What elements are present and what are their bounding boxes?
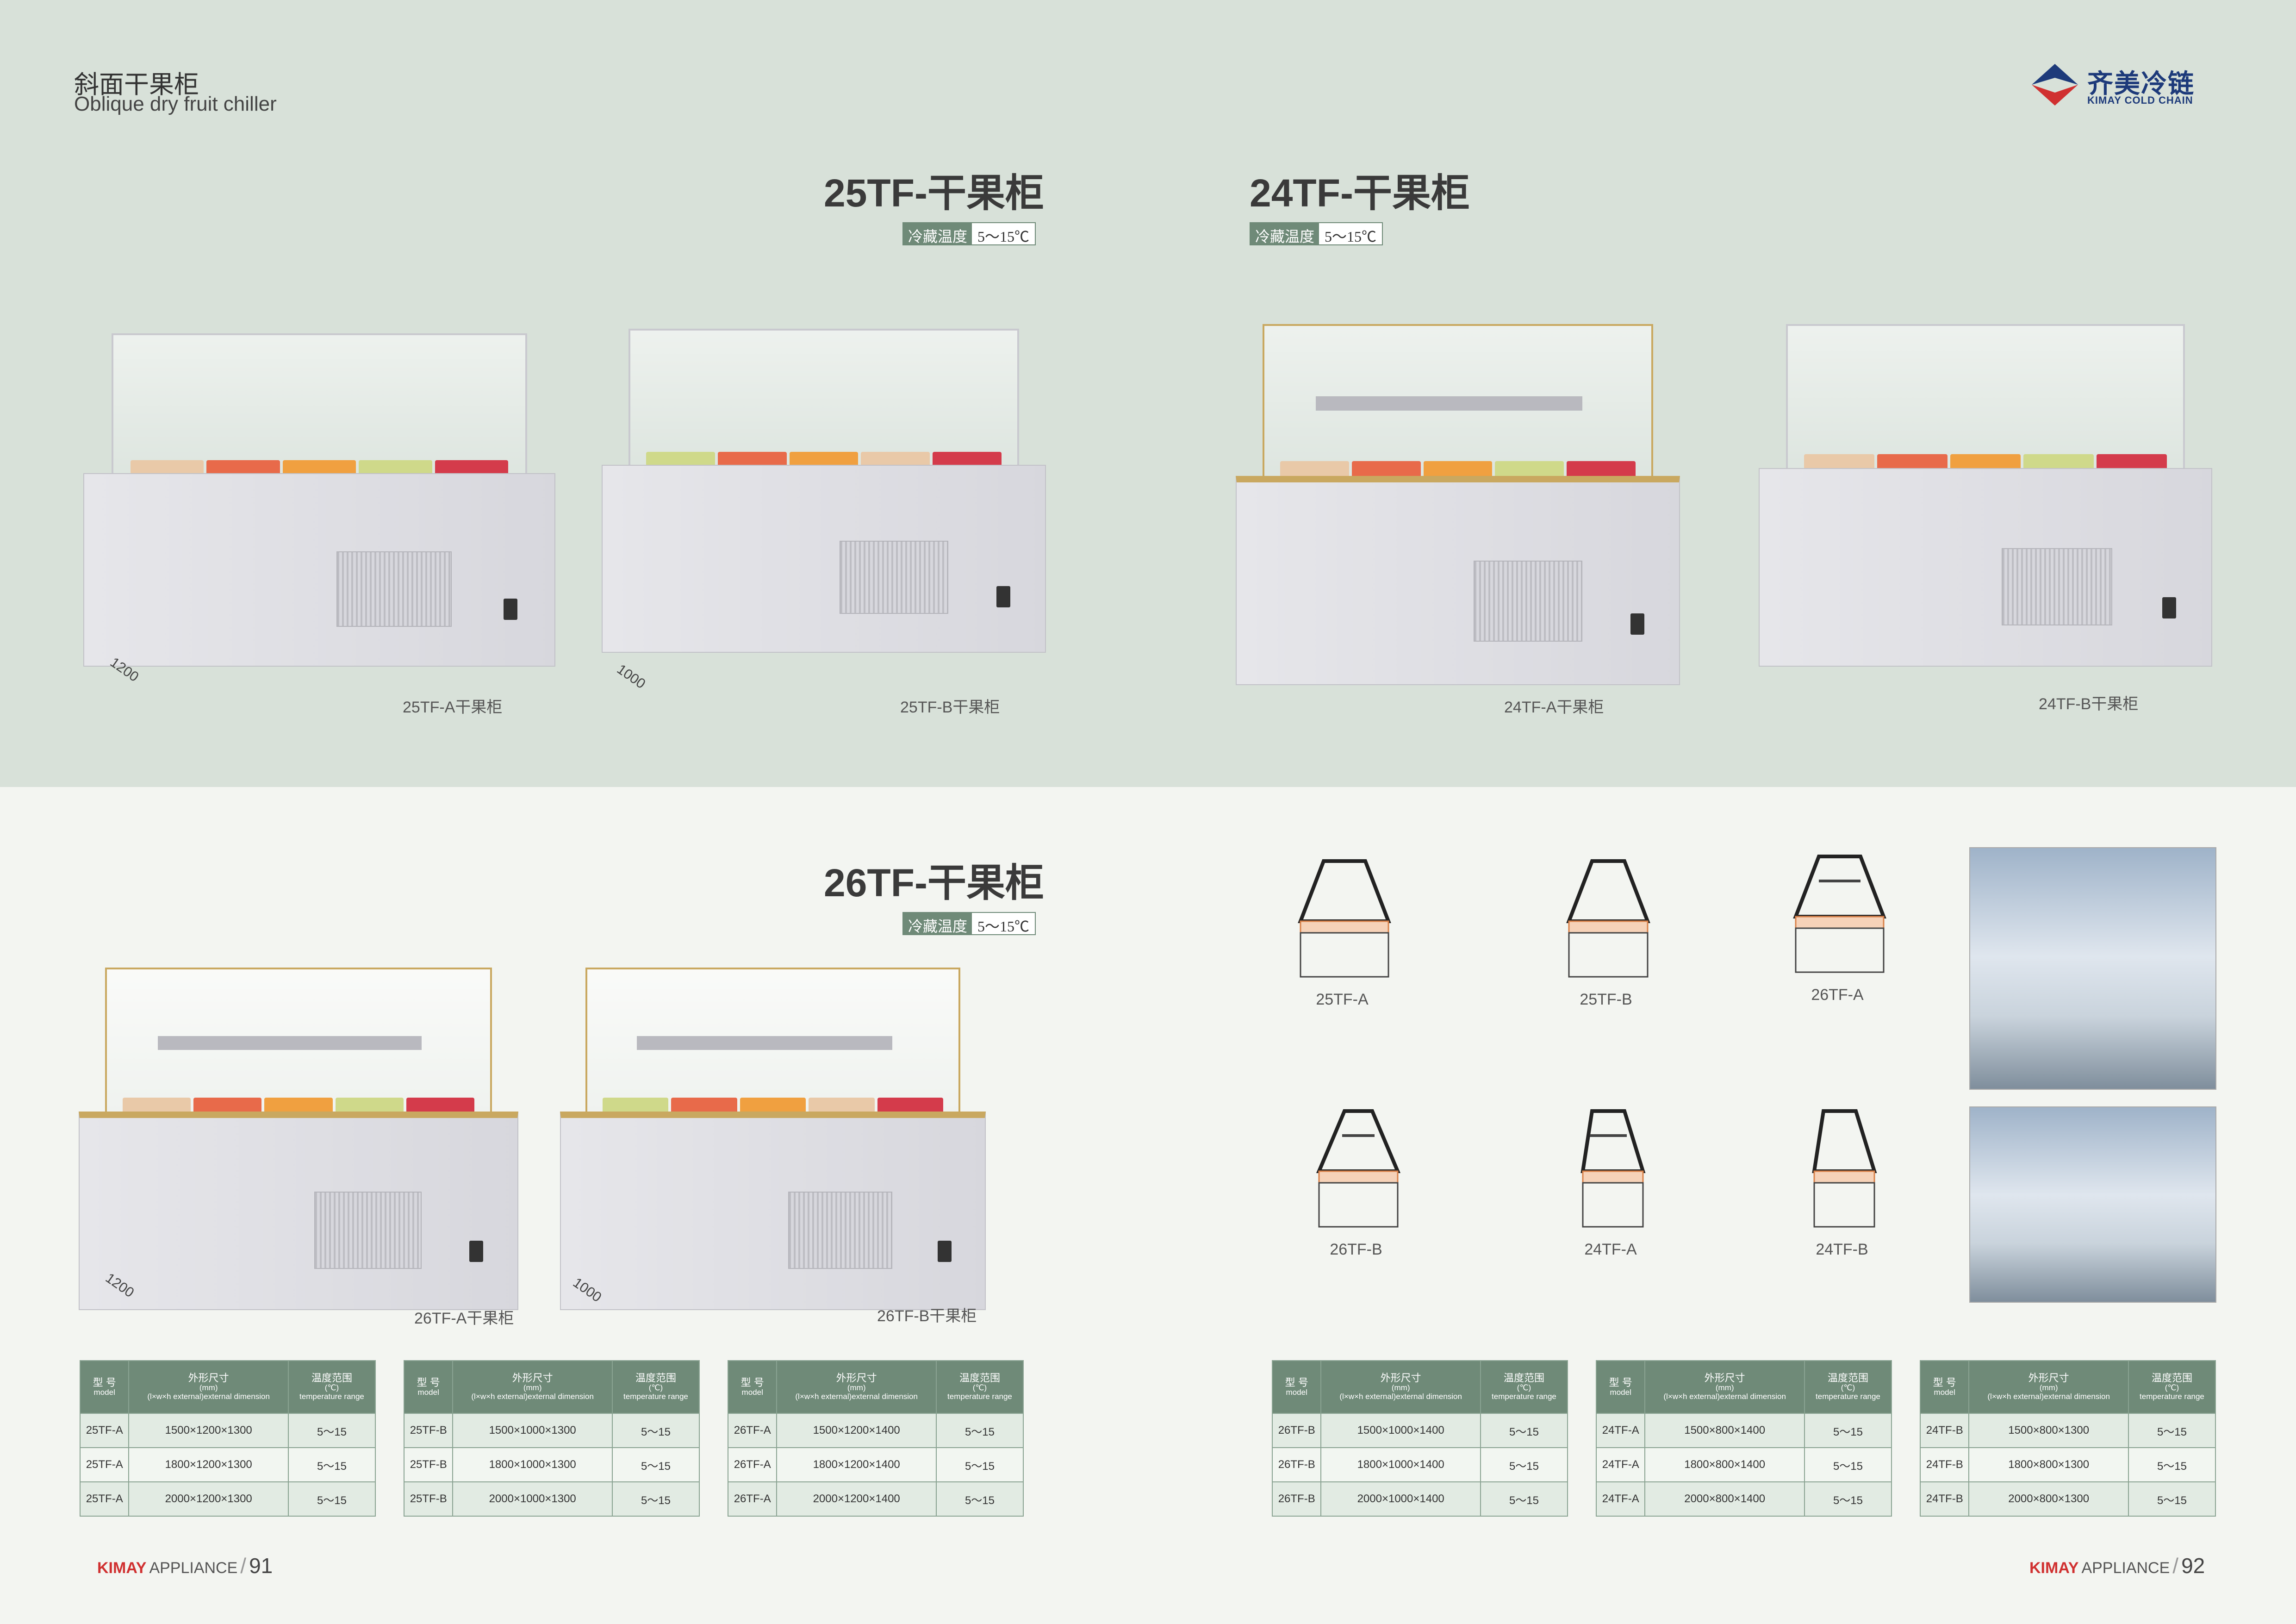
temp-value: 5～15℃ [972,913,1035,935]
col-temp: 温度范围(℃)temperature range [935,1360,1024,1414]
temp-badge-26tf: 冷藏温度 5～15℃ [902,912,1036,935]
schematic-label: 24TF-B [1816,1241,1868,1258]
product-caption: 25TF-A干果柜 [403,699,503,716]
schematic-label: 25TF-B [1580,991,1632,1008]
temp-value: 5～15℃ [972,223,1035,245]
schematic-label: 26TF-A [1811,986,1864,1004]
schematic-25tf-b: 25TF-B [1537,843,1675,1009]
header-title-cn: 斜面干果柜 [74,71,199,99]
col-temp: 温度范围(℃)temperature range [611,1360,700,1414]
logo-text-cn: 齐美冷链 [2087,69,2195,98]
schematic-24tf-a: 24TF-A [1541,1093,1680,1259]
footer-left: KIMAY APPLIANCE / 91 [97,1554,273,1578]
product-image-25tf-b [602,329,1046,653]
product-image-26tf-b [560,968,986,1310]
col-dimension: 外形尺寸(mm)(l×w×h external)external dimensi… [1320,1360,1481,1414]
temp-value: 5～15℃ [1319,223,1382,245]
schematic-label: 25TF-A [1316,991,1369,1008]
page-number-left: 91 [249,1554,273,1578]
schematic-25tf-a: 25TF-A [1273,843,1412,1009]
product-caption: 24TF-A干果柜 [1504,699,1604,716]
header-title-en: Oblique dry fruit chiller [74,93,277,115]
kimay-logo-icon [2032,64,2078,106]
series-title-25tf: 25TF-干果柜 [824,171,1045,215]
footer-brand: KIMAY [97,1559,147,1577]
schematic-label: 24TF-A [1584,1241,1637,1258]
schematic-26tf-a: 26TF-A [1768,838,1907,1005]
product-image-24tf-b [1759,324,2212,667]
col-dimension: 外形尺寸(mm)(l×w×h external)external dimensi… [1644,1360,1805,1414]
schematic-label: 26TF-B [1330,1241,1382,1258]
series-title-24tf: 24TF-干果柜 [1250,171,1470,215]
brand-logo: 齐美冷链 KIMAY COLD CHAIN [2027,59,2203,110]
col-dimension: 外形尺寸(mm)(l×w×h external)external dimensi… [776,1360,937,1414]
product-caption: 26TF-A干果柜 [414,1310,514,1327]
showroom-photo-1 [1969,847,2216,1090]
col-dimension: 外形尺寸(mm)(l×w×h external)external dimensi… [452,1360,613,1414]
footer-brand-2: APPLIANCE [149,1559,238,1577]
temp-badge-25tf: 冷藏温度 5～15℃ [902,222,1036,245]
showroom-photo-2 [1969,1106,2216,1303]
footer-right: KIMAY APPLIANCE / 92 [2029,1554,2205,1578]
col-temp: 温度范围(℃)temperature range [1480,1360,1568,1414]
col-temp: 温度范围(℃)temperature range [1804,1360,1892,1414]
product-caption: 24TF-B干果柜 [2039,695,2139,713]
product-image-26tf-a [79,968,518,1310]
temp-label: 冷藏温度 [903,913,972,935]
series-title-26tf: 26TF-干果柜 [824,861,1045,905]
product-caption: 26TF-B干果柜 [877,1307,977,1325]
col-dimension: 外形尺寸(mm)(l×w×h external)external dimensi… [1968,1360,2129,1414]
logo-text-en: KIMAY COLD CHAIN [2087,94,2193,106]
page-number-right: 92 [2181,1554,2205,1578]
temp-label: 冷藏温度 [903,223,972,245]
col-temp: 温度范围(℃)temperature range [2128,1360,2216,1414]
product-image-25tf-a [83,333,555,667]
product-caption: 25TF-B干果柜 [900,699,1000,716]
col-dimension: 外形尺寸(mm)(l×w×h external)external dimensi… [128,1360,289,1414]
footer-brand-2: APPLIANCE [2081,1559,2170,1577]
footer-brand: KIMAY [2029,1559,2079,1577]
col-temp: 温度范围(℃)temperature range [287,1360,376,1414]
schematic-24tf-b: 24TF-B [1773,1093,1911,1259]
schematic-26tf-b: 26TF-B [1287,1093,1425,1259]
temp-label: 冷藏温度 [1251,223,1319,245]
product-image-24tf-a [1236,324,1680,685]
temp-badge-24tf: 冷藏温度 5～15℃ [1250,222,1383,245]
